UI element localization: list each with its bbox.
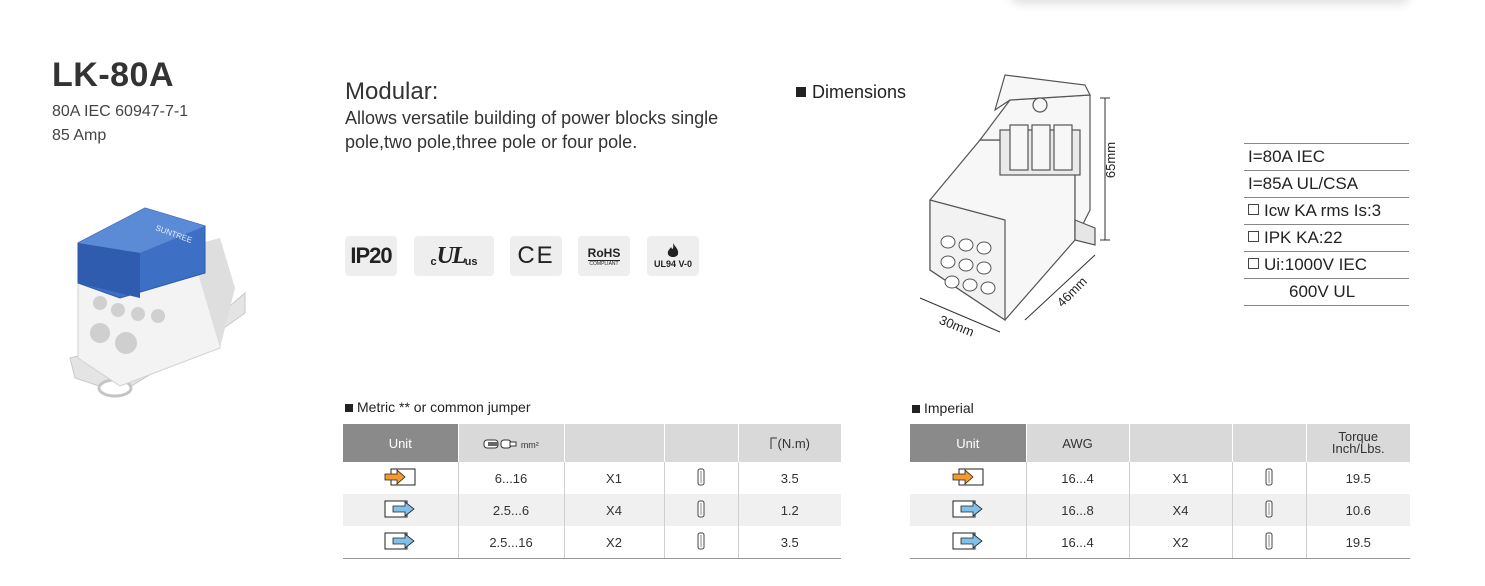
table-row: 2.5...16 X2 3.5	[343, 526, 841, 559]
metric-table: Unit mm² (N.m) 6...16 X1 3.5 2.5...6 X4 …	[343, 424, 841, 559]
flame-icon	[667, 243, 679, 257]
ferrule-icon	[483, 439, 517, 449]
imperial-label: Imperial	[912, 400, 974, 416]
quantity-header	[1129, 424, 1233, 462]
unit-header: Unit	[910, 424, 1027, 462]
pin-terminal-icon	[1265, 532, 1273, 549]
product-amp: 85 Amp	[52, 127, 107, 144]
product-model-title: LK-80A	[52, 56, 175, 94]
input-arrow-icon	[952, 468, 984, 485]
flame-ul94-badge: UL94 V-0	[647, 236, 699, 276]
output-arrow-icon	[952, 532, 983, 549]
rohs-badge: RoHS COMPLIANT	[578, 236, 630, 276]
width-dimension: 30mm	[937, 312, 976, 339]
wire-size-header: mm²	[458, 424, 565, 462]
output-arrow-icon	[384, 500, 415, 517]
checkbox-icon	[1248, 258, 1259, 269]
checkbox-icon	[1248, 231, 1259, 242]
table-row: 16...4 X1 19.5	[910, 462, 1410, 494]
table-row: 2.5...6 X4 1.2	[343, 494, 841, 526]
input-arrow-icon	[384, 468, 416, 485]
spec-row: Icw KA rms Is:3	[1244, 198, 1409, 225]
pin-terminal-icon	[1265, 468, 1273, 485]
modular-description: Allows versatile building of power block…	[345, 108, 719, 152]
spec-row: 600V UL	[1244, 279, 1409, 306]
modular-heading: Modular:	[345, 78, 439, 105]
table-row: 16...8 X4 10.6	[910, 494, 1410, 526]
spec-row: Ui:1000V IEC	[1244, 252, 1409, 279]
product-photo: SUNTREE	[69, 207, 246, 398]
torque-icon	[770, 437, 777, 449]
dimensions-label: Dimensions	[796, 82, 906, 103]
ce-mark-badge: CE	[510, 236, 562, 276]
metric-label: Metric ** or common jumper	[345, 399, 531, 415]
checkbox-icon	[1248, 204, 1259, 215]
spec-row: IPK KA:22	[1244, 225, 1409, 252]
output-arrow-icon	[952, 500, 983, 517]
pin-terminal-icon	[1265, 500, 1273, 517]
ip20-badge: IP20	[345, 236, 397, 276]
unit-header: Unit	[343, 424, 459, 462]
torque-header: (N.m)	[738, 424, 841, 462]
product-rating: 80A IEC 60947-7-1	[52, 103, 189, 120]
height-dimension: 65mm	[1103, 142, 1118, 178]
dimension-drawing: 65mm 30mm 46mm	[919, 74, 1118, 340]
awg-header: AWG	[1026, 424, 1130, 462]
output-arrow-icon	[384, 532, 415, 549]
table-row: 16...4 X2 19.5	[910, 526, 1410, 559]
spec-row: I=85A UL/CSA	[1244, 171, 1409, 198]
table-row: 6...16 X1 3.5	[343, 462, 841, 494]
quantity-header	[564, 424, 665, 462]
depth-dimension: 46mm	[1054, 274, 1090, 310]
terminal-header	[1232, 424, 1307, 462]
ul-listed-badge: c UL us	[414, 236, 494, 276]
pin-terminal-icon	[697, 500, 705, 517]
terminal-header	[664, 424, 739, 462]
spec-row: I=80A IEC	[1244, 144, 1409, 171]
pin-terminal-icon	[697, 532, 705, 549]
pin-terminal-icon	[697, 468, 705, 485]
electrical-spec-list: I=80A IEC I=85A UL/CSA Icw KA rms Is:3 I…	[1244, 143, 1409, 306]
